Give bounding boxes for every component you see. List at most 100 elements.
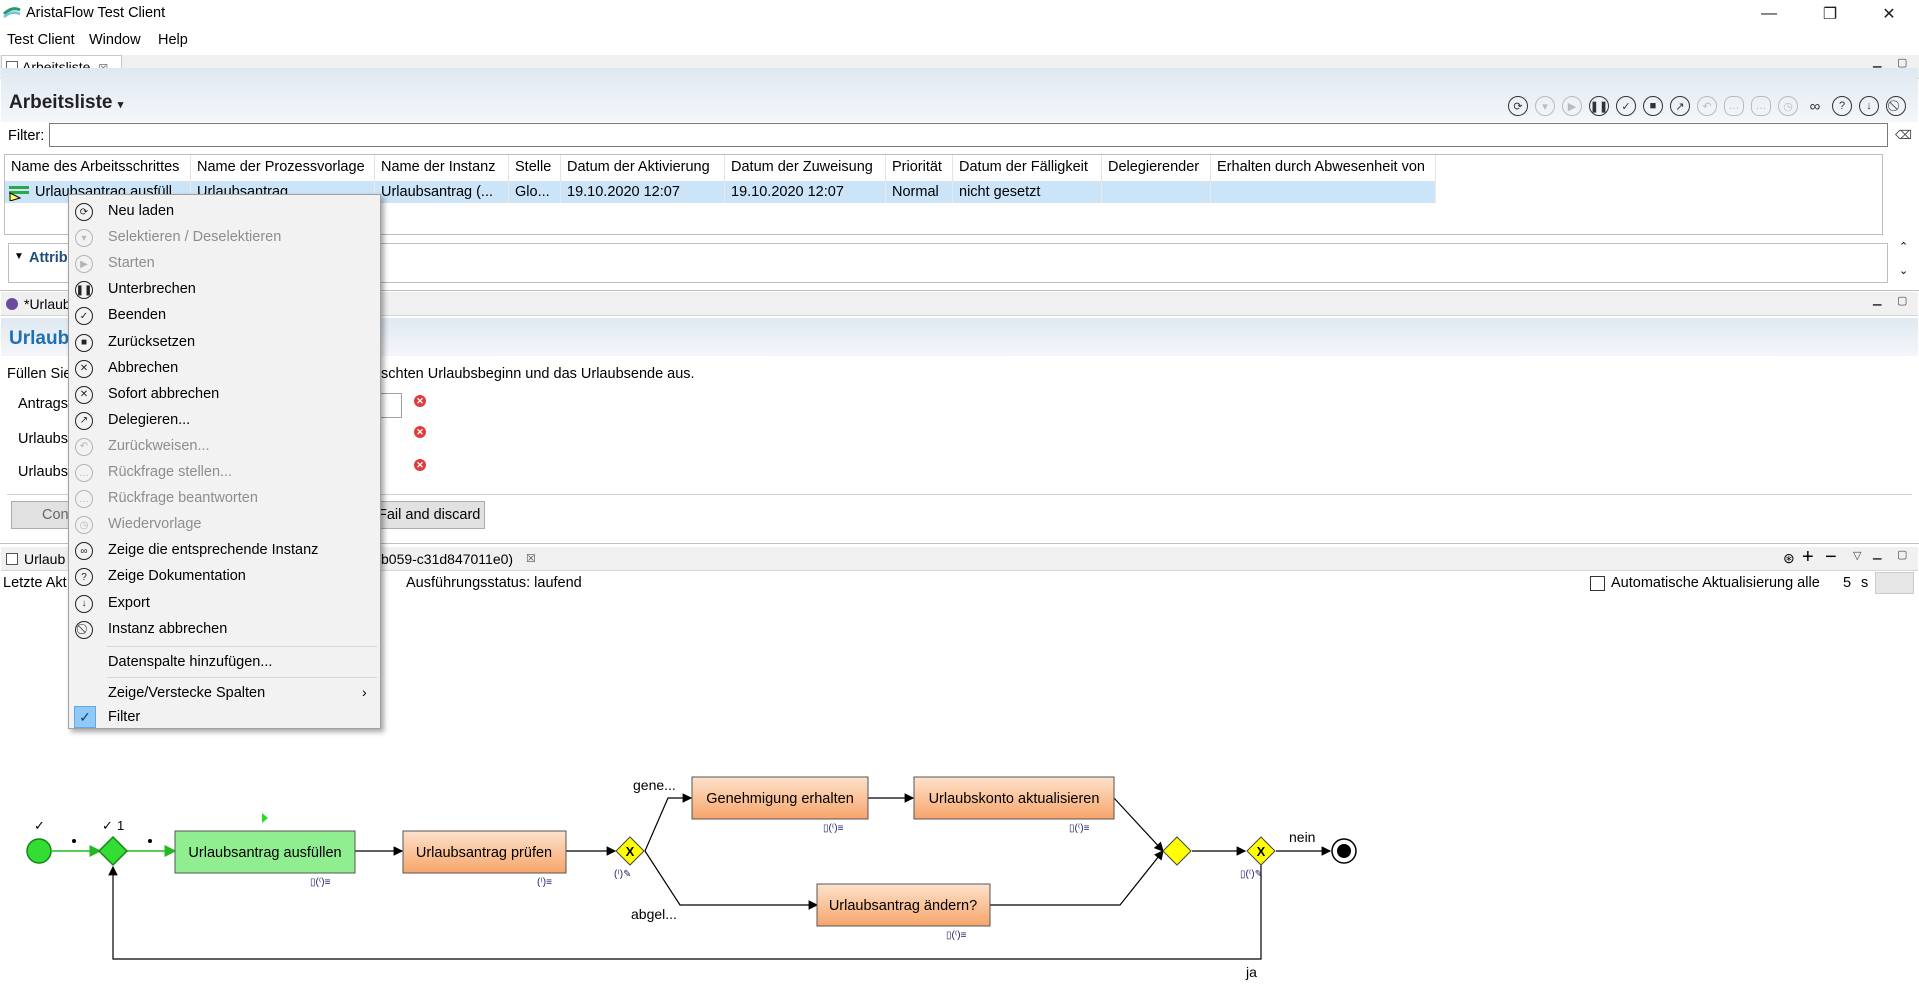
- column-header[interactable]: Name des Arbeitsschrittes: [5, 155, 191, 181]
- show-hide-columns-item[interactable]: Zeige/Verstecke Spalten›: [69, 681, 380, 707]
- start-node[interactable]: [26, 838, 52, 864]
- column-header[interactable]: Priorität: [886, 155, 953, 181]
- worklist-title[interactable]: Arbeitsliste ▾: [9, 92, 124, 113]
- context-menu-item[interactable]: ↶Zurückweisen...: [69, 434, 380, 460]
- column-header[interactable]: Name der Prozessvorlage: [191, 155, 375, 181]
- context-menu-item[interactable]: ▶Starten: [69, 251, 380, 277]
- continue-button[interactable]: Con: [11, 501, 71, 529]
- task-node-review[interactable]: Urlaubsantrag prüfen: [402, 830, 567, 874]
- scroll-down-icon[interactable]: ⌄: [1899, 265, 1909, 277]
- context-menu-item[interactable]: …Rückfrage stellen...: [69, 460, 380, 486]
- fail-and-discard-button[interactable]: Fail and discard: [370, 501, 485, 529]
- loop-start-gateway[interactable]: [97, 835, 129, 867]
- context-menu-item[interactable]: ◷Wiedervorlage: [69, 512, 380, 538]
- toolbar-answer-icon[interactable]: …: [1751, 96, 1771, 116]
- filter-input[interactable]: [49, 123, 1888, 147]
- maximize-view-icon[interactable]: ▢: [1897, 295, 1908, 307]
- toolbar-reset-icon[interactable]: ■: [1643, 96, 1663, 116]
- auto-refresh-checkbox[interactable]: [1590, 576, 1605, 591]
- toolbar-delegate-icon[interactable]: ↗: [1670, 96, 1690, 116]
- current-marker-icon: [262, 813, 268, 823]
- tab-form-label[interactable]: *Urlaub: [24, 296, 71, 312]
- edge-label: ✓: [34, 818, 45, 833]
- minimize-view-icon[interactable]: ▁: [1873, 294, 1882, 306]
- context-menu-item[interactable]: ⟳Neu laden: [69, 199, 380, 225]
- toolbar-question-icon[interactable]: …: [1724, 96, 1744, 116]
- clear-filter-icon[interactable]: ⌫: [1895, 128, 1912, 142]
- column-header[interactable]: Name der Instanz: [375, 155, 509, 181]
- context-menu-item[interactable]: ■Zurücksetzen: [69, 330, 380, 356]
- edge: [990, 850, 1164, 906]
- tab-close-icon[interactable]: ☒: [526, 553, 536, 565]
- maximize-view-icon[interactable]: ▢: [1897, 57, 1908, 69]
- data-element-icons: ▯(⁽)✎: [1240, 869, 1263, 880]
- loop-end-gateway[interactable]: X: [1246, 836, 1276, 866]
- toolbar-instance-icon[interactable]: ∞: [1809, 97, 1821, 115]
- task-node-fill-in[interactable]: Urlaubsantrag ausfüllen: [174, 830, 356, 874]
- context-menu-item[interactable]: ↓Export: [69, 591, 380, 617]
- toolbar-start-icon[interactable]: ▶: [1562, 96, 1582, 116]
- attributes-label[interactable]: Attrib: [29, 250, 68, 266]
- menu-test-client[interactable]: Test Client: [7, 32, 75, 48]
- toolbar-refresh-icon[interactable]: ⟳: [1508, 96, 1528, 116]
- field-input-edge[interactable]: [380, 393, 402, 418]
- zoom-in-icon[interactable]: +: [1802, 546, 1814, 568]
- tab-graph-label[interactable]: Urlaub: [24, 551, 66, 567]
- context-menu-item[interactable]: ?Zeige Dokumentation: [69, 564, 380, 590]
- context-menu-item[interactable]: ∞Zeige die entsprechende Instanz: [69, 538, 380, 564]
- context-menu-item[interactable]: ▾Selektieren / Deselektieren: [69, 225, 380, 251]
- toolbar-select-icon[interactable]: ▾: [1535, 96, 1555, 116]
- auto-refresh-value[interactable]: 5: [1843, 575, 1852, 591]
- view-menu-icon[interactable]: ▽: [1853, 550, 1862, 562]
- context-menu-item[interactable]: ↗Delegieren...: [69, 408, 380, 434]
- context-menu-item-label: Instanz abbrechen: [108, 620, 228, 637]
- divider: [0, 543, 1919, 544]
- context-menu-item[interactable]: ⃠Instanz abbrechen: [69, 617, 380, 643]
- expand-icon[interactable]: ▼: [14, 251, 24, 262]
- xor-split-gateway[interactable]: X: [615, 836, 645, 866]
- auto-refresh-button[interactable]: [1875, 572, 1914, 594]
- menu-help[interactable]: Help: [158, 32, 188, 48]
- field-label: Urlaubs: [18, 464, 68, 480]
- answer-icon: …: [75, 490, 93, 509]
- column-header[interactable]: Datum der Zuweisung: [725, 155, 886, 181]
- maximize-view-icon[interactable]: ▢: [1897, 549, 1908, 561]
- menu-window[interactable]: Window: [89, 32, 141, 48]
- context-menu-item[interactable]: ✕Abbrechen: [69, 356, 380, 382]
- minimize-view-icon[interactable]: ▁: [1873, 548, 1882, 560]
- context-menu-item[interactable]: ✓Beenden: [69, 303, 380, 329]
- zoom-out-icon[interactable]: −: [1825, 546, 1837, 568]
- filter-item[interactable]: Filter✓: [69, 705, 380, 731]
- maximize-button[interactable]: ❐: [1822, 6, 1838, 23]
- minimize-button[interactable]: —: [1761, 5, 1777, 22]
- column-header[interactable]: Stelle: [509, 155, 561, 181]
- edge: [644, 793, 693, 852]
- task-node-approval[interactable]: Genehmigung erhalten: [691, 776, 869, 820]
- context-menu-item[interactable]: ❚❚Unterbrechen: [69, 277, 380, 303]
- close-window-button[interactable]: ✕: [1882, 6, 1896, 23]
- toolbar-help-icon[interactable]: ?: [1832, 96, 1852, 116]
- table-cell: nicht gesetzt: [953, 181, 1102, 203]
- toolbar-cancel-instance-icon[interactable]: ⃠: [1886, 96, 1906, 116]
- end-node[interactable]: [1331, 838, 1357, 864]
- minimize-view-icon[interactable]: ▁: [1873, 56, 1882, 68]
- task-node-change[interactable]: Urlaubsantrag ändern?: [816, 883, 991, 927]
- zoom-fit-icon[interactable]: ⊛: [1783, 550, 1795, 566]
- error-icon: ✕: [414, 395, 426, 407]
- column-header[interactable]: Erhalten durch Abwesenheit von: [1211, 155, 1436, 181]
- context-menu-item[interactable]: ✕Sofort abbrechen: [69, 382, 380, 408]
- toolbar-pause-icon[interactable]: ❚❚: [1589, 96, 1609, 116]
- toolbar-finish-icon[interactable]: ✓: [1616, 96, 1636, 116]
- context-menu-item[interactable]: …Rückfrage beantworten: [69, 486, 380, 512]
- column-header[interactable]: Delegierender: [1102, 155, 1211, 181]
- xor-join-gateway[interactable]: [1162, 836, 1192, 866]
- toolbar-resubmit-icon[interactable]: ◷: [1778, 96, 1798, 116]
- add-column-item[interactable]: Datenspalte hinzufügen...: [69, 650, 380, 676]
- toolbar-reject-icon[interactable]: ↶: [1697, 96, 1717, 116]
- column-header[interactable]: Datum der Aktivierung: [561, 155, 725, 181]
- task-node-update-account[interactable]: Urlaubskonto aktualisieren: [913, 776, 1115, 820]
- column-header[interactable]: Datum der Fälligkeit: [953, 155, 1102, 181]
- scroll-up-icon[interactable]: ⌃: [1899, 241, 1909, 253]
- toolbar-export-icon[interactable]: ↓: [1859, 96, 1879, 116]
- table-cell: Normal: [886, 181, 953, 203]
